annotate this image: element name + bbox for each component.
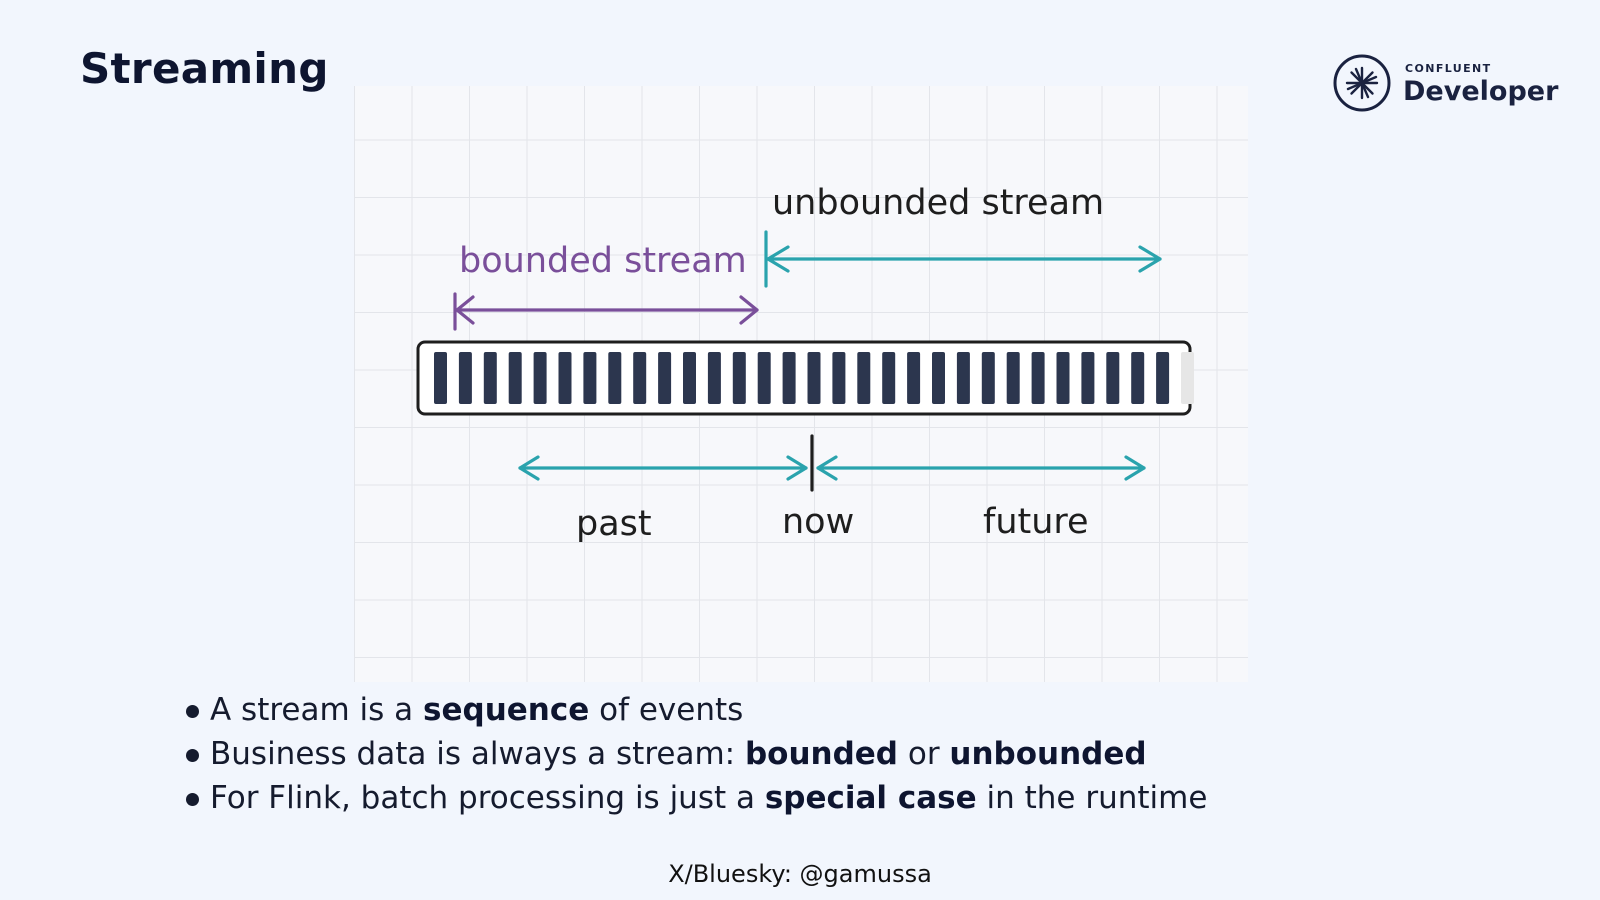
event-bar — [907, 352, 921, 404]
event-bar — [1006, 352, 1020, 404]
bullet-text: of events — [589, 692, 744, 728]
event-bar — [633, 352, 647, 404]
confluent-logo-icon — [1333, 54, 1391, 112]
event-bar — [683, 352, 696, 404]
event-bar — [558, 352, 572, 404]
event-bar — [757, 352, 771, 404]
bullet-item: For Flink, batch processing is just a sp… — [186, 776, 1207, 820]
stream-diagram-canvas: unbounded stream bounded stream — [416, 183, 1194, 544]
event-bar — [782, 352, 796, 404]
bullet-item: Business data is always a stream: bounde… — [186, 732, 1207, 776]
future-arrow — [816, 455, 1146, 481]
event-bar — [857, 352, 871, 404]
past-label: past — [576, 504, 652, 544]
event-bar — [508, 352, 522, 404]
brand: CONFLUENT Developer — [1333, 54, 1563, 114]
bullet-emphasis: sequence — [423, 692, 590, 728]
event-bar — [533, 352, 547, 404]
slide-title: Streaming — [80, 44, 329, 93]
event-bar — [882, 352, 896, 404]
pending-event-bar — [1181, 352, 1194, 404]
now-label: now — [782, 502, 854, 542]
event-bar — [1081, 352, 1095, 404]
future-label: future — [983, 502, 1089, 542]
event-sequence — [434, 352, 1194, 404]
brand-company: CONFLUENT — [1405, 62, 1492, 75]
event-bar — [608, 352, 622, 404]
event-bar — [707, 352, 721, 404]
event-bar — [458, 352, 472, 404]
stream-diagram: unbounded stream bounded stream — [354, 86, 1248, 682]
footer-handle: X/Bluesky: @gamussa — [668, 860, 932, 888]
bullet-emphasis: special case — [764, 780, 977, 816]
event-bar — [1056, 352, 1070, 404]
unbounded-stream-arrow — [764, 230, 1162, 288]
bullet-text: A stream is a — [210, 692, 424, 728]
event-bar — [1031, 352, 1045, 404]
bullet-item: A stream is a sequence of events — [186, 688, 1207, 732]
event-bar — [1106, 352, 1120, 404]
bullet-text: Business data is always a stream: — [210, 736, 745, 772]
event-bar — [981, 352, 995, 404]
event-bar — [583, 352, 597, 404]
past-arrow — [518, 455, 808, 481]
event-bar — [832, 352, 846, 404]
event-bar — [956, 352, 970, 404]
event-bar — [483, 352, 497, 404]
event-bar — [434, 352, 447, 404]
bullet-emphasis: unbounded — [949, 736, 1147, 772]
bullet-emphasis: bounded — [744, 736, 898, 772]
event-bar — [1156, 352, 1170, 404]
event-bar — [658, 352, 672, 404]
bounded-stream-label: bounded stream — [459, 241, 747, 281]
unbounded-stream-label: unbounded stream — [772, 183, 1104, 223]
bounded-stream-arrow — [453, 292, 759, 331]
bullet-text: in the runtime — [976, 780, 1208, 816]
event-bar — [1131, 352, 1145, 404]
bullet-text: or — [898, 736, 950, 772]
event-bar — [732, 352, 746, 404]
bullet-text: For Flink, batch processing is just a — [210, 780, 765, 816]
event-bar — [932, 352, 945, 404]
brand-name: Developer — [1403, 76, 1559, 107]
event-bar — [807, 352, 821, 404]
